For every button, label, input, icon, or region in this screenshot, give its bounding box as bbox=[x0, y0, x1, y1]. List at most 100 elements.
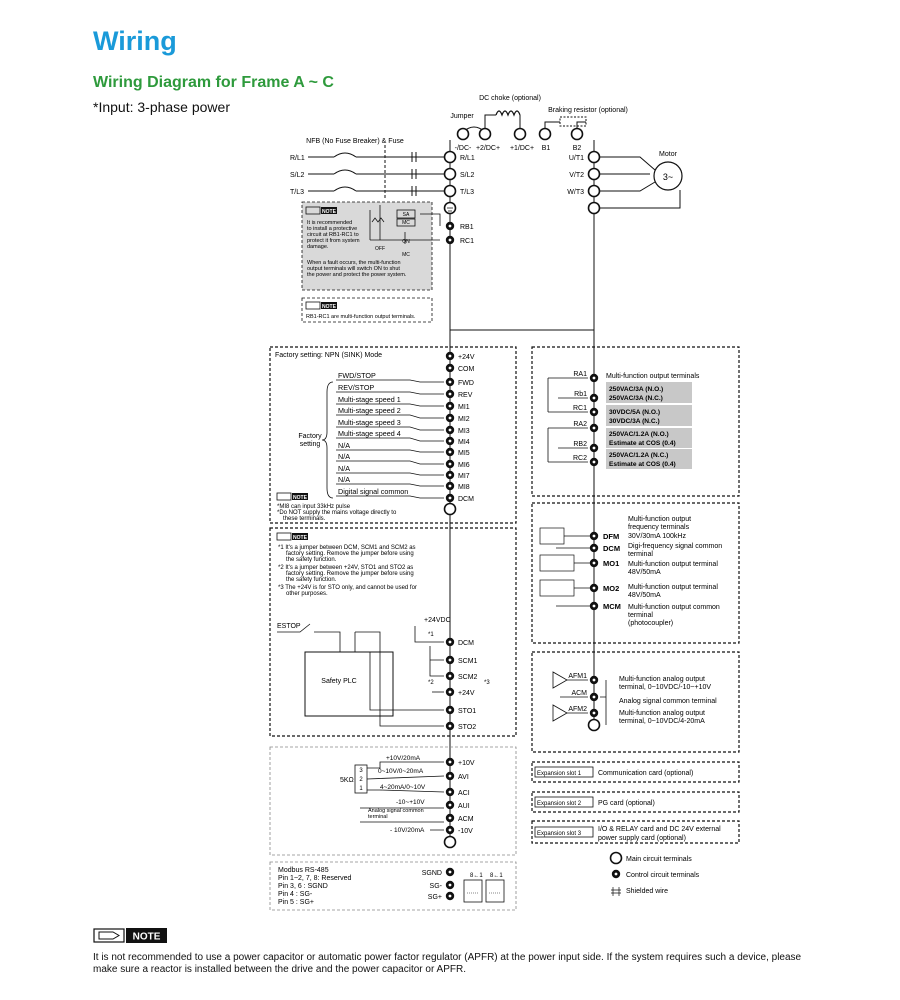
safety-note: the safety function. bbox=[286, 577, 337, 583]
footer-note-text: It is not recommended to use a power cap… bbox=[93, 952, 802, 975]
legend-label: Main circuit terminals bbox=[626, 856, 692, 863]
digital-input-terminal-label: REV bbox=[458, 392, 473, 399]
relay-terminal-label: RB1 bbox=[460, 224, 474, 231]
safety-note: the safety function. bbox=[286, 557, 337, 563]
digital-output-terminal-label: DCM bbox=[603, 544, 620, 553]
ai-label: 0~10V/0~20mA bbox=[378, 768, 424, 775]
safety-terminal bbox=[445, 671, 455, 681]
digital-input-terminal-label: MI7 bbox=[458, 473, 470, 480]
output-terminal bbox=[587, 167, 601, 181]
output-terminal-label: W/T3 bbox=[567, 189, 584, 196]
ao-desc: terminal, 0~10VDC/-10~+10V bbox=[619, 684, 711, 691]
rating-box bbox=[606, 405, 692, 426]
slot-desc: Communication card (optional) bbox=[598, 770, 693, 777]
relay-output-terminal-label: RC2 bbox=[573, 455, 587, 462]
analog-output-terminal bbox=[589, 692, 599, 702]
digital-input-label: FWD/STOP bbox=[338, 371, 376, 380]
modbus-terminal-label: SG- bbox=[430, 883, 443, 890]
digital-input-terminal-label: MI1 bbox=[458, 404, 470, 411]
digital-input-terminal bbox=[445, 436, 455, 446]
analog-output-terminal-label: ACM bbox=[571, 690, 587, 697]
digital-output-desc: Multi-function output common bbox=[628, 604, 720, 611]
analog-input-terminal-label: ACM bbox=[458, 816, 474, 823]
safety-terminal-label: STO2 bbox=[458, 724, 476, 731]
analog-input-section: 3 2 1 5KΩ +10V/20mA 0~10V/0~20mA 4~20mA/… bbox=[269, 746, 517, 856]
digital-input-terminal-label: COM bbox=[458, 366, 475, 373]
output-terminal bbox=[587, 150, 601, 164]
analog-input-terminal bbox=[445, 825, 455, 835]
legend-main-icon bbox=[609, 851, 623, 865]
nfb-label: NFB (No Fuse Breaker) & Fuse bbox=[306, 138, 404, 145]
digital-output-desc: Multi-function output bbox=[628, 516, 691, 523]
rating-box bbox=[606, 428, 692, 448]
rj45-pins: 8←1 bbox=[490, 873, 503, 879]
digital-output-terminal-label: MO1 bbox=[603, 559, 619, 568]
rating-text: 250VAC/1.2A (N.O.) bbox=[609, 431, 669, 438]
digital-note: these terminals. bbox=[283, 516, 326, 522]
relay-output-terminal bbox=[589, 443, 599, 453]
modbus-line: Pin 3, 6 : SGND bbox=[278, 883, 328, 890]
modbus-line: Pin 1~2, 7, 8: Reserved bbox=[278, 875, 351, 882]
relay-terminal bbox=[445, 221, 455, 231]
digital-input-terminal bbox=[445, 470, 455, 480]
analog-input-terminal bbox=[445, 757, 455, 767]
safety-terminal bbox=[445, 637, 455, 647]
svg-text:NOTE: NOTE bbox=[293, 495, 308, 501]
digital-input-terminal-label: DCM bbox=[458, 496, 474, 503]
dc-terminal-label: -/DC- bbox=[455, 145, 472, 152]
digital-input-label: Multi-stage speed 3 bbox=[338, 418, 401, 427]
note-line: output terminals will switch ON to shut bbox=[307, 266, 400, 272]
relay-title: Multi-function output terminals bbox=[606, 373, 700, 380]
ground-terminal bbox=[443, 835, 457, 849]
rating-box bbox=[606, 382, 692, 403]
digital-input-label: Multi-stage speed 1 bbox=[338, 395, 401, 404]
note-tag bbox=[292, 493, 308, 500]
digital-output-terminal bbox=[589, 531, 599, 541]
rj45-port bbox=[463, 879, 483, 903]
digital-output-desc: (photocoupler) bbox=[628, 620, 673, 627]
digital-input-label: REV/STOP bbox=[338, 383, 374, 392]
svg-text:3: 3 bbox=[359, 768, 363, 774]
relay-output-terminal bbox=[589, 423, 599, 433]
relay-terminal bbox=[445, 235, 455, 245]
analog-output-terminal bbox=[589, 708, 599, 718]
off-label: OFF bbox=[375, 246, 385, 252]
analog-input-terminal bbox=[445, 800, 455, 810]
analog-input-terminal bbox=[445, 771, 455, 781]
dc-terminal-label: +1/DC+ bbox=[510, 145, 534, 152]
digital-output-terminal bbox=[589, 601, 599, 611]
ground-terminal bbox=[587, 201, 601, 215]
safety-terminal bbox=[445, 705, 455, 715]
jumper-label: Jumper bbox=[450, 113, 474, 120]
legend-label: Shielded wire bbox=[626, 888, 668, 895]
ai-label: Analog signal common bbox=[368, 808, 424, 814]
factory-setting-label: Factory bbox=[298, 433, 322, 440]
analog-input-terminal bbox=[445, 787, 455, 797]
on-label: ON bbox=[402, 239, 410, 245]
digital-input-terminal bbox=[445, 413, 455, 423]
note-line: It is recommended bbox=[307, 220, 352, 226]
output-terminal-label: V/T2 bbox=[569, 172, 584, 179]
input-terminal bbox=[443, 150, 457, 164]
legend: Main circuit terminals Control circuit t… bbox=[609, 851, 700, 896]
analog-input-terminal-label: -10V bbox=[458, 828, 473, 835]
digital-input-terminal bbox=[445, 389, 455, 399]
digital-input-label: N/A bbox=[338, 464, 350, 473]
ai-label: terminal bbox=[368, 814, 388, 820]
digital-input-label: N/A bbox=[338, 441, 350, 450]
analog-input-terminal-label: ACI bbox=[458, 790, 470, 797]
digital-input-terminal bbox=[445, 401, 455, 411]
ao-desc: terminal, 0~10VDC/4-20mA bbox=[619, 718, 705, 725]
digital-output-desc: 48V/50mA bbox=[628, 592, 661, 599]
relay-output-terminal bbox=[589, 457, 599, 467]
safety-terminal bbox=[445, 687, 455, 697]
note-line: protect it from system bbox=[307, 238, 360, 244]
note-line: to install a protective bbox=[307, 226, 357, 232]
rating-box bbox=[606, 449, 692, 469]
amp-icon bbox=[552, 671, 568, 689]
note-tag bbox=[321, 302, 337, 309]
safety-terminal bbox=[445, 721, 455, 731]
drive-outline bbox=[449, 140, 595, 331]
ao-desc: Multi-function analog output bbox=[619, 676, 705, 683]
digital-input-terminal bbox=[445, 493, 455, 503]
